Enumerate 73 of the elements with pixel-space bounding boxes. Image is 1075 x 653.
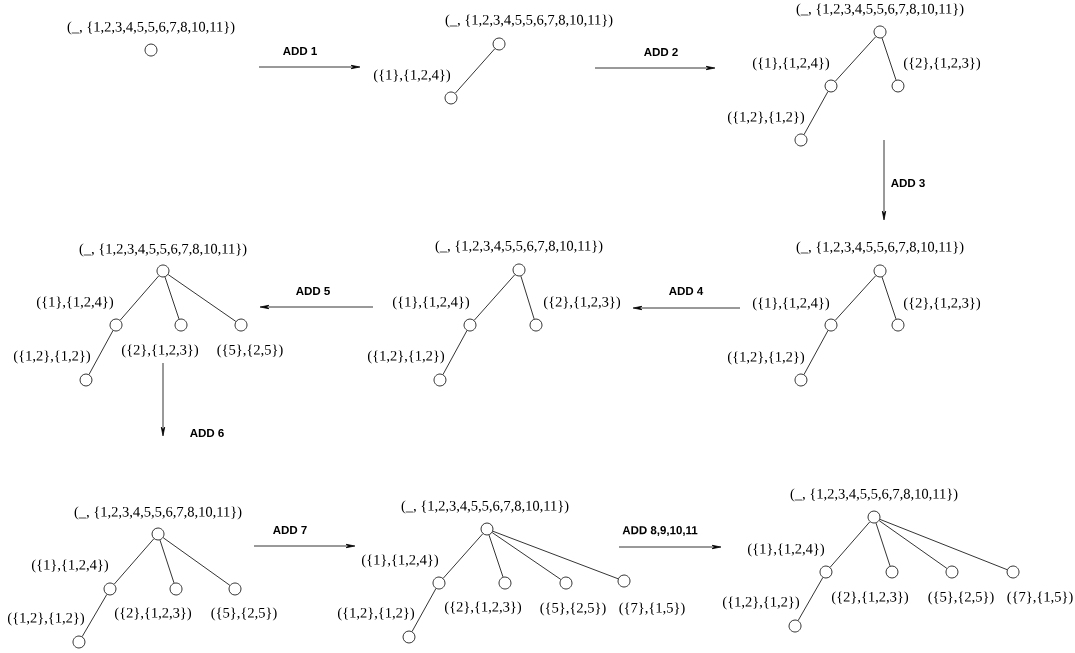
- tree-edge: [881, 37, 897, 81]
- node-label: ({1},{1,2,4}): [361, 554, 439, 568]
- tree-edge: [113, 538, 155, 585]
- node-label: ({1,2},{1,2}): [727, 111, 805, 125]
- node-label: ({1,2},{1,2}): [722, 596, 800, 610]
- node-label: ({1},{1,2,4}): [36, 296, 114, 310]
- step-label: ADD 6: [190, 428, 224, 438]
- node-label: (_, {1,2,3,4,5,5,6,7,8,10,11}): [790, 488, 958, 502]
- tree-edge: [875, 522, 891, 567]
- node-label: (_, {1,2,3,4,5,5,6,7,8,10,11}): [796, 3, 964, 17]
- node-label: ({1,2},{1,2}): [367, 350, 445, 364]
- tree-edge: [442, 533, 484, 579]
- tree-edge: [159, 539, 175, 584]
- node-label: ({7},{1,5}): [619, 602, 685, 616]
- node-label: ({1,2},{1,2}): [7, 612, 85, 626]
- tree-edge: [879, 518, 1008, 571]
- node-label: ({5},{2,5}): [928, 591, 994, 605]
- node-label: (_, {1,2,3,4,5,5,6,7,8,10,11}): [796, 241, 964, 255]
- tree-edge: [162, 537, 231, 586]
- tree-edge: [881, 276, 897, 320]
- tree-edge: [88, 330, 114, 375]
- node-label: ({2},{1,2,3}): [121, 344, 199, 358]
- node-label: ({1,2},{1,2}): [13, 350, 91, 364]
- node-label: ({2},{1,2,3}): [114, 607, 192, 621]
- node-label: ({1,2},{1,2}): [727, 351, 805, 365]
- tree-edge: [829, 521, 871, 568]
- tree-edge: [454, 48, 496, 94]
- tree-edge: [803, 330, 829, 375]
- tree-edge: [520, 275, 535, 320]
- step-label: ADD 8,9,10,11: [622, 526, 698, 536]
- tree-edge: [834, 36, 877, 82]
- node-label: ({2},{1,2,3}): [831, 591, 909, 605]
- tree-edge: [81, 594, 108, 637]
- node-label: (_, {1,2,3,4,5,5,6,7,8,10,11}): [401, 500, 569, 514]
- node-label: ({1,2},{1,2}): [337, 607, 415, 621]
- step-label: ADD 3: [891, 178, 925, 188]
- node-label: (_, {1,2,3,4,5,5,6,7,8,10,11}): [79, 243, 247, 257]
- node-label: (_, {1,2,3,4,5,5,6,7,8,10,11}): [435, 240, 603, 254]
- node-label: ({7},{1,5}): [1007, 591, 1073, 605]
- node-label: ({2},{1,2,3}): [903, 297, 981, 311]
- node-label: ({1},{1,2,4}): [752, 297, 830, 311]
- node-label: (_, {1,2,3,4,5,5,6,7,8,10,11}): [445, 14, 613, 28]
- step-label: ADD 5: [296, 287, 330, 295]
- tree-edge: [803, 91, 829, 135]
- node-label: ({5},{2,5}): [540, 602, 606, 616]
- node-label: ({1},{1,2,4}): [747, 543, 825, 557]
- step-label: ADD 4: [669, 287, 704, 295]
- step-label: ADD 7: [273, 526, 307, 534]
- step-label: ADD 1: [283, 47, 317, 55]
- tree-edge: [491, 532, 562, 580]
- node-label: ({1},{1,2,4}): [392, 296, 470, 310]
- node-label: ({1},{1,2,4}): [752, 57, 830, 71]
- tree-edge: [167, 274, 237, 322]
- node-label: ({5},{2,5}): [211, 607, 277, 621]
- tree-edge: [411, 588, 437, 632]
- tree-edge: [473, 274, 516, 321]
- tree-edge: [878, 520, 948, 569]
- tree-edge: [119, 275, 160, 321]
- node-label: ({2},{1,2,3}): [444, 601, 522, 615]
- tree-edge: [488, 534, 504, 578]
- tree-edge: [834, 275, 877, 321]
- step-label: ADD 2: [644, 48, 678, 56]
- tree-edge: [164, 276, 180, 320]
- node-label: ({5},{2,5}): [217, 344, 283, 358]
- node-label: (_, {1,2,3,4,5,5,6,7,8,10,11}): [74, 506, 242, 520]
- tree-edge: [442, 330, 468, 375]
- node-label: (_, {1,2,3,4,5,5,6,7,8,10,11}): [67, 21, 235, 35]
- node-label: ({1},{1,2,4}): [31, 559, 109, 573]
- tree-edge: [492, 530, 619, 580]
- tree-edge: [797, 577, 824, 621]
- node-label: ({2},{1,2,3}): [903, 57, 981, 71]
- node-label: ({1},{1,2,4}): [373, 69, 451, 83]
- node-label: ({2},{1,2,3}): [543, 296, 621, 310]
